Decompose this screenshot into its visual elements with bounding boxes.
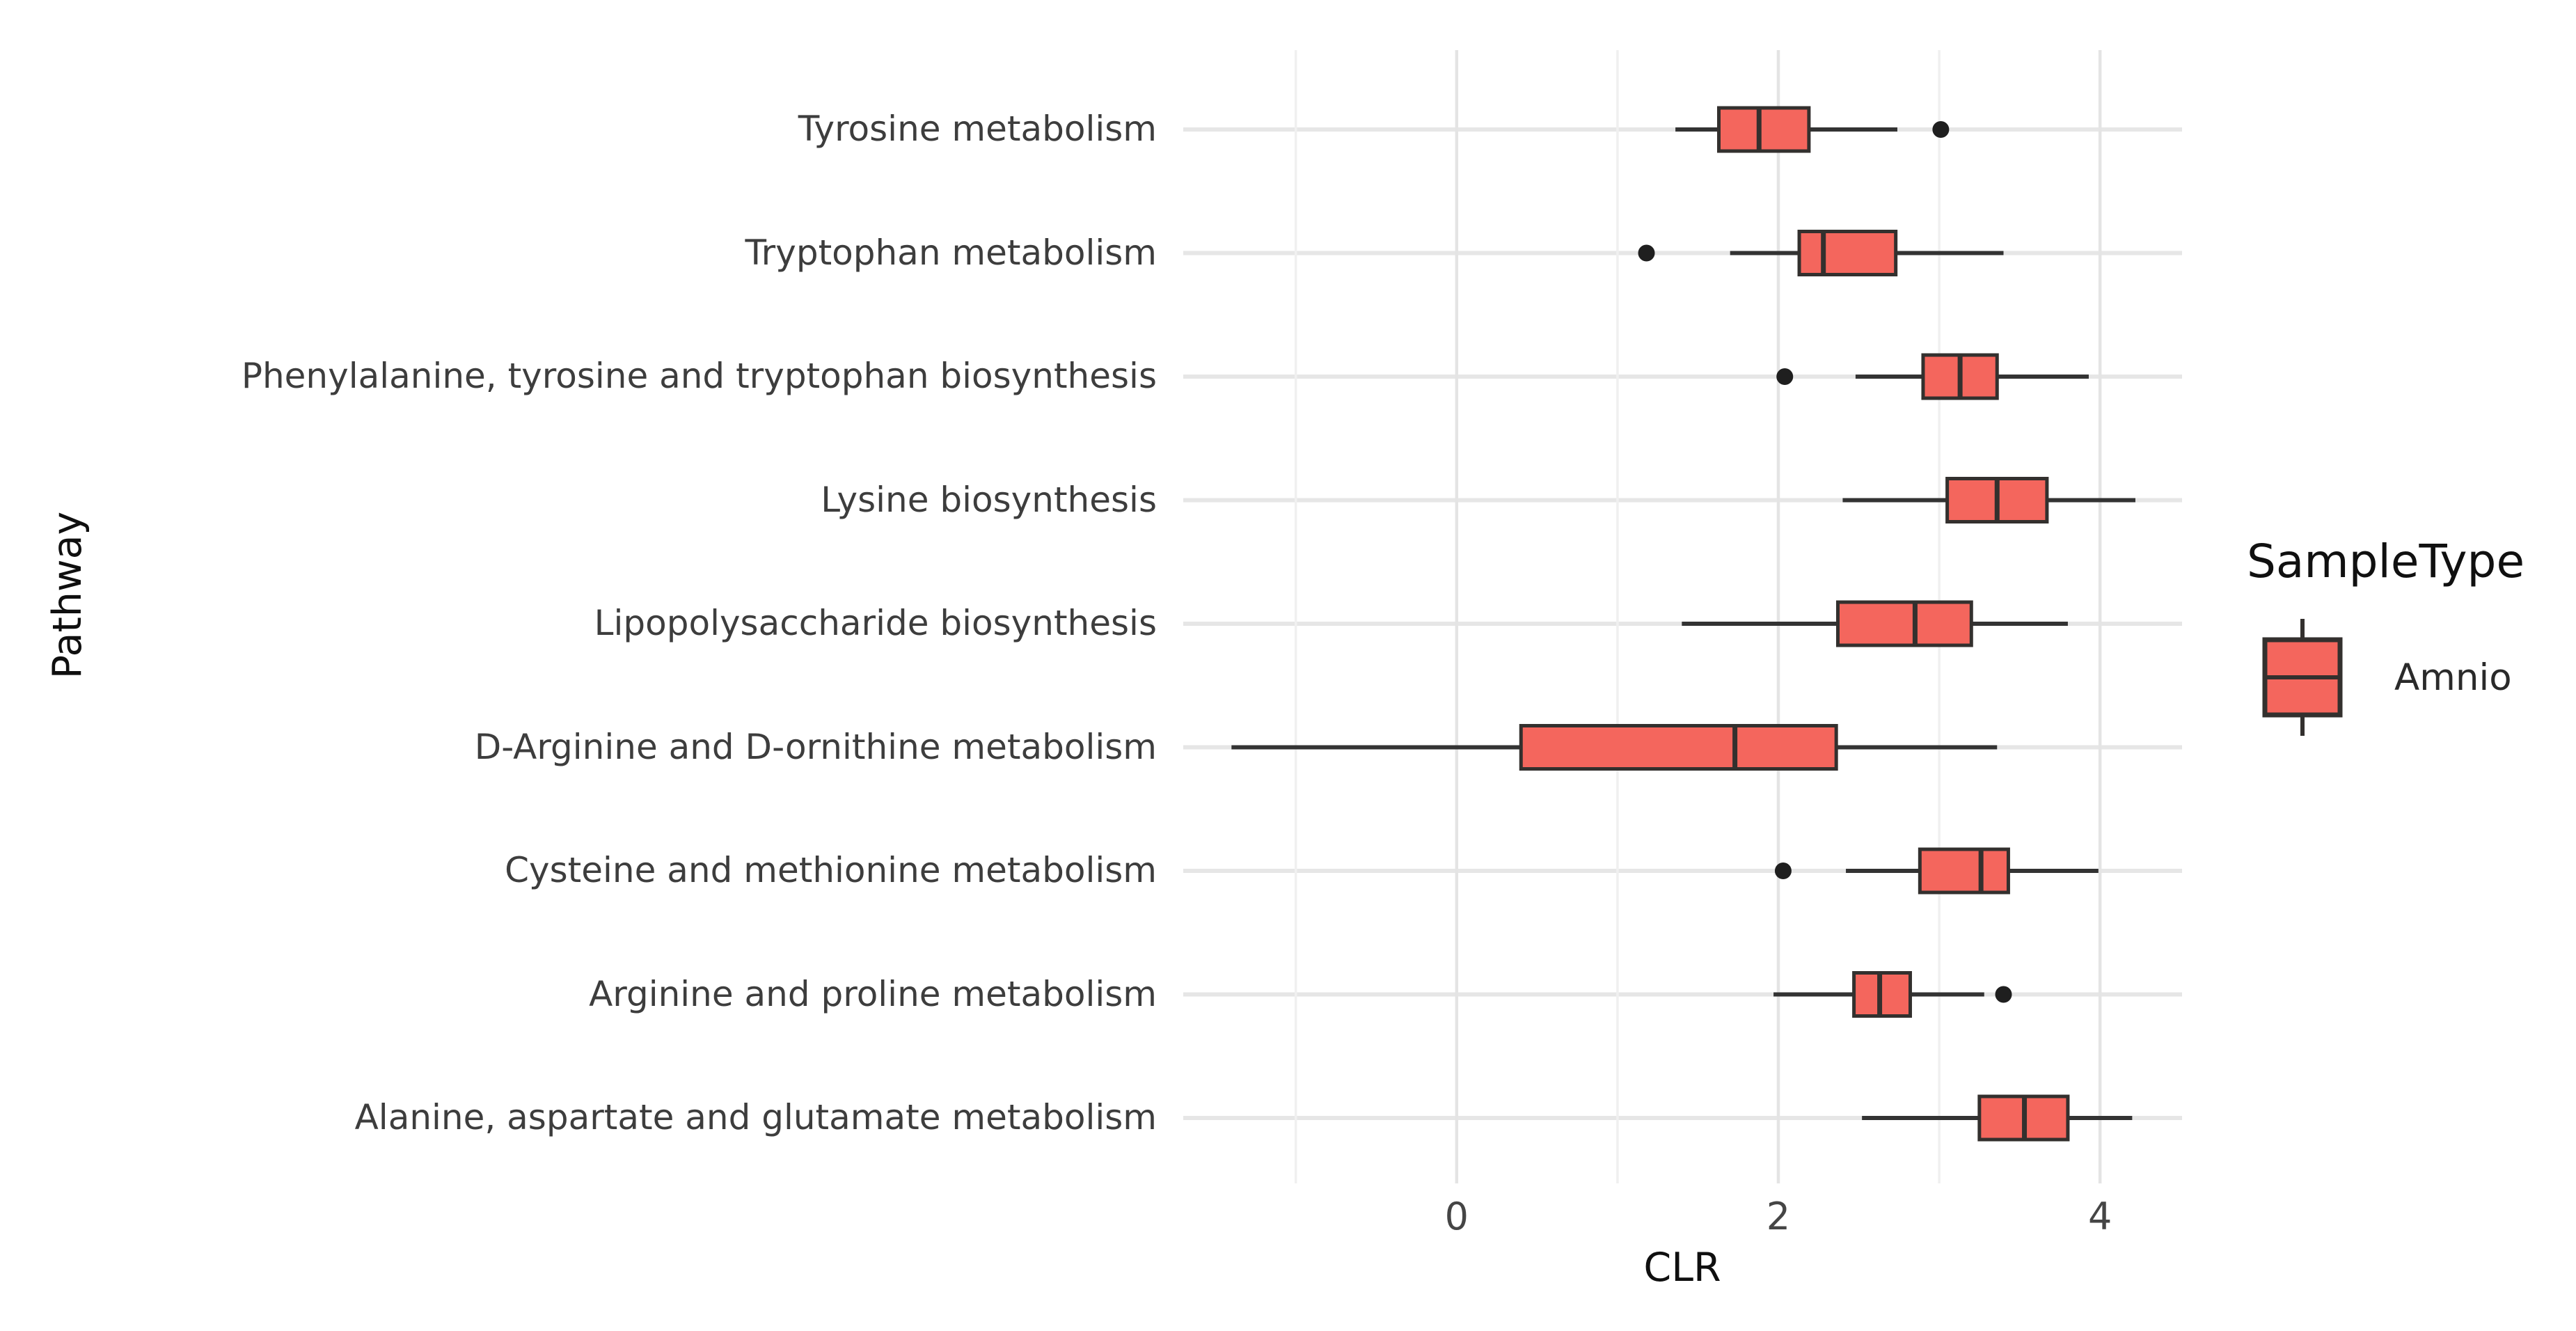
outlier-point <box>1932 121 1950 138</box>
box <box>1918 847 2010 895</box>
box <box>1797 230 1898 276</box>
box <box>1945 477 2049 523</box>
y-axis-label: Tryptophan metabolism <box>745 232 1157 273</box>
y-axis-label: Arginine and proline metabolism <box>589 973 1157 1014</box>
outlier-point <box>1776 368 1794 385</box>
legend: SampleType Amnio <box>2247 535 2574 737</box>
legend-item-amnio: Amnio <box>2247 617 2574 737</box>
y-axis-label: Phenylalanine, tyrosine and tryptophan b… <box>241 355 1157 396</box>
outlier-point <box>1774 863 1792 879</box>
x-axis-title: CLR <box>1643 1245 1721 1291</box>
x-axis-tick-label: 4 <box>2087 1195 2112 1238</box>
box <box>1835 600 1973 647</box>
box <box>1716 106 1811 153</box>
boxplot-key-icon <box>2262 619 2343 736</box>
y-axis-label: Lysine biosynthesis <box>821 479 1157 520</box>
x-axis-tick-label: 2 <box>1766 1195 1791 1238</box>
box <box>1852 971 1912 1018</box>
x-axis-tick-label: 0 <box>1444 1195 1469 1238</box>
legend-label: Amnio <box>2394 656 2512 699</box>
y-axis-label: Lipopolysaccharide biosynthesis <box>594 602 1157 643</box>
y-axis-label: D-Arginine and D-ornithine metabolism <box>474 726 1157 767</box>
box <box>1519 724 1838 771</box>
box <box>1977 1094 2070 1142</box>
box <box>1921 353 1999 400</box>
y-axis-label: Cysteine and methionine metabolism <box>505 849 1157 890</box>
y-axis-label: Alanine, aspartate and glutamate metabol… <box>354 1096 1157 1137</box>
outlier-point <box>1995 986 2012 1003</box>
legend-title: SampleType <box>2247 535 2525 588</box>
outlier-point <box>1638 244 1655 262</box>
y-axis-label: Tyrosine metabolism <box>798 108 1157 149</box>
